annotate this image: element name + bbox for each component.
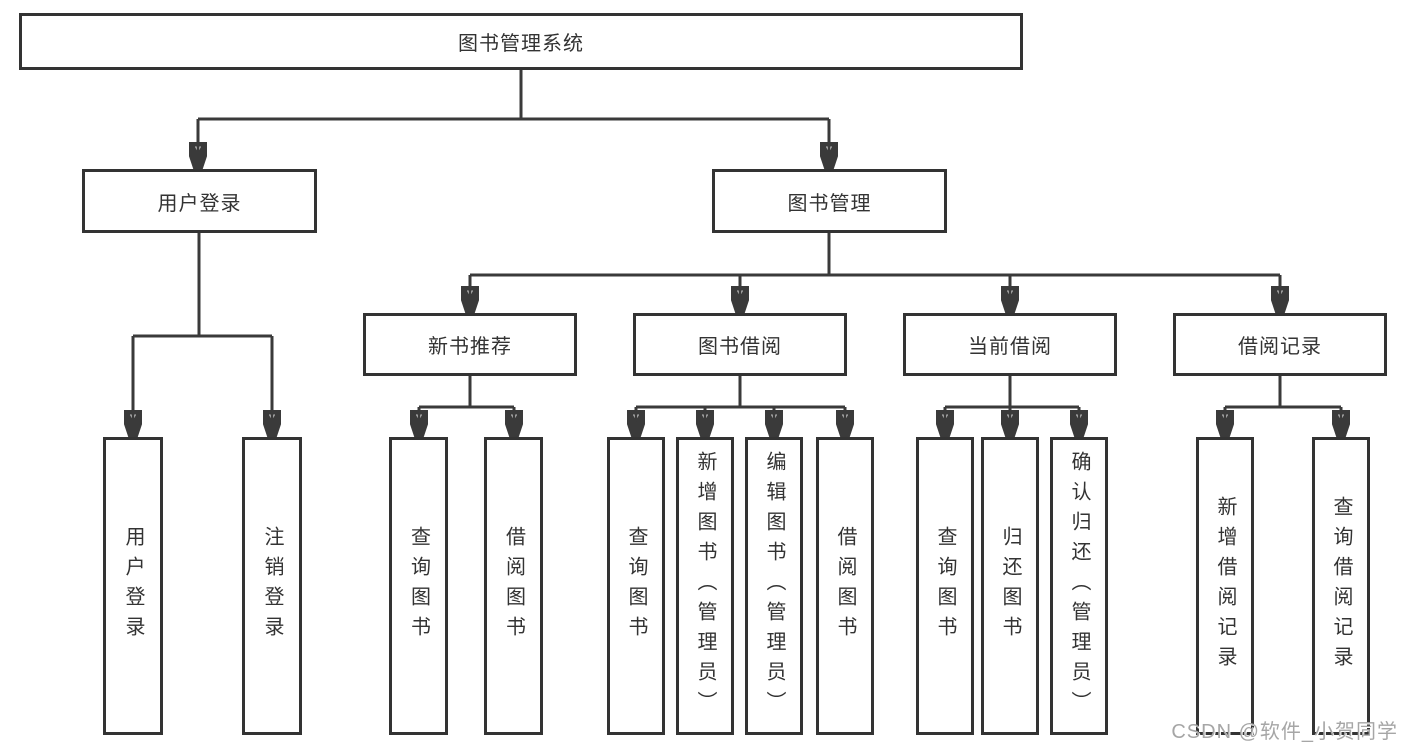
- edge-current-to-leaves: [945, 376, 1079, 434]
- node-borrow-records-label: 借阅记录: [1238, 336, 1322, 358]
- node-current-borrow: 当前借阅: [903, 313, 1117, 376]
- node-leaf-query-books-current-label: 查询图书: [934, 526, 956, 646]
- node-leaf-return-book: 归还图书: [981, 437, 1039, 735]
- node-leaf-user-login-label: 用户登录: [122, 526, 144, 646]
- node-book-management: 图书管理: [712, 169, 947, 233]
- node-new-book-recommend: 新书推荐: [363, 313, 577, 376]
- node-leaf-confirm-return-admin: 确认归还（管理员）: [1050, 437, 1108, 735]
- node-leaf-query-borrow-record: 查询借阅记录: [1312, 437, 1370, 735]
- node-leaf-logout-label: 注销登录: [261, 526, 283, 646]
- node-leaf-add-borrow-record-label: 新增借阅记录: [1214, 496, 1236, 676]
- node-leaf-borrow-books-recommend-label: 借阅图书: [502, 526, 525, 646]
- node-root-system: 图书管理系统: [19, 13, 1023, 70]
- edge-records-to-leaves: [1225, 376, 1341, 434]
- csdn-watermark: CSDN @软件_小贺同学: [1171, 721, 1398, 743]
- node-book-management-label: 图书管理: [787, 192, 872, 215]
- node-leaf-borrow-books-label: 借阅图书: [834, 526, 856, 646]
- node-book-borrow: 图书借阅: [633, 313, 847, 376]
- node-user-login: 用户登录: [82, 169, 317, 233]
- node-leaf-query-books-current: 查询图书: [916, 437, 974, 735]
- edge-login-to-leaves: [133, 233, 272, 434]
- node-leaf-add-borrow-record: 新增借阅记录: [1196, 437, 1254, 735]
- node-leaf-borrow-books-recommend: 借阅图书: [484, 437, 543, 735]
- edge-newbook-to-leaves: [419, 376, 514, 434]
- edge-borrow-to-leaves: [636, 376, 845, 434]
- node-leaf-add-book-admin: 新增图书（管理员）: [676, 437, 734, 735]
- node-new-book-recommend-label: 新书推荐: [428, 336, 512, 358]
- node-leaf-borrow-books: 借阅图书: [816, 437, 874, 735]
- node-leaf-confirm-return-admin-label: 确认归还（管理员）: [1068, 451, 1090, 721]
- node-leaf-query-books-borrow-label: 查询图书: [625, 526, 647, 646]
- node-current-borrow-label: 当前借阅: [968, 336, 1052, 358]
- node-book-borrow-label: 图书借阅: [698, 336, 782, 358]
- node-leaf-add-book-admin-label: 新增图书（管理员）: [694, 451, 716, 721]
- node-leaf-user-login: 用户登录: [103, 437, 163, 735]
- node-leaf-logout: 注销登录: [242, 437, 302, 735]
- node-leaf-query-books-recommend: 查询图书: [389, 437, 448, 735]
- edge-management-to-level3: [470, 233, 1280, 310]
- node-root-system-label: 图书管理系统: [458, 33, 584, 55]
- node-user-login-label: 用户登录: [157, 192, 242, 215]
- node-leaf-edit-book-admin: 编辑图书（管理员）: [745, 437, 803, 735]
- node-leaf-edit-book-admin-label: 编辑图书（管理员）: [763, 451, 785, 721]
- node-borrow-records: 借阅记录: [1173, 313, 1387, 376]
- node-leaf-return-book-label: 归还图书: [999, 526, 1021, 646]
- node-leaf-query-borrow-record-label: 查询借阅记录: [1330, 496, 1352, 676]
- edge-root-to-level2: [198, 70, 829, 166]
- node-leaf-query-books-recommend-label: 查询图书: [407, 526, 430, 646]
- node-leaf-query-books-borrow: 查询图书: [607, 437, 665, 735]
